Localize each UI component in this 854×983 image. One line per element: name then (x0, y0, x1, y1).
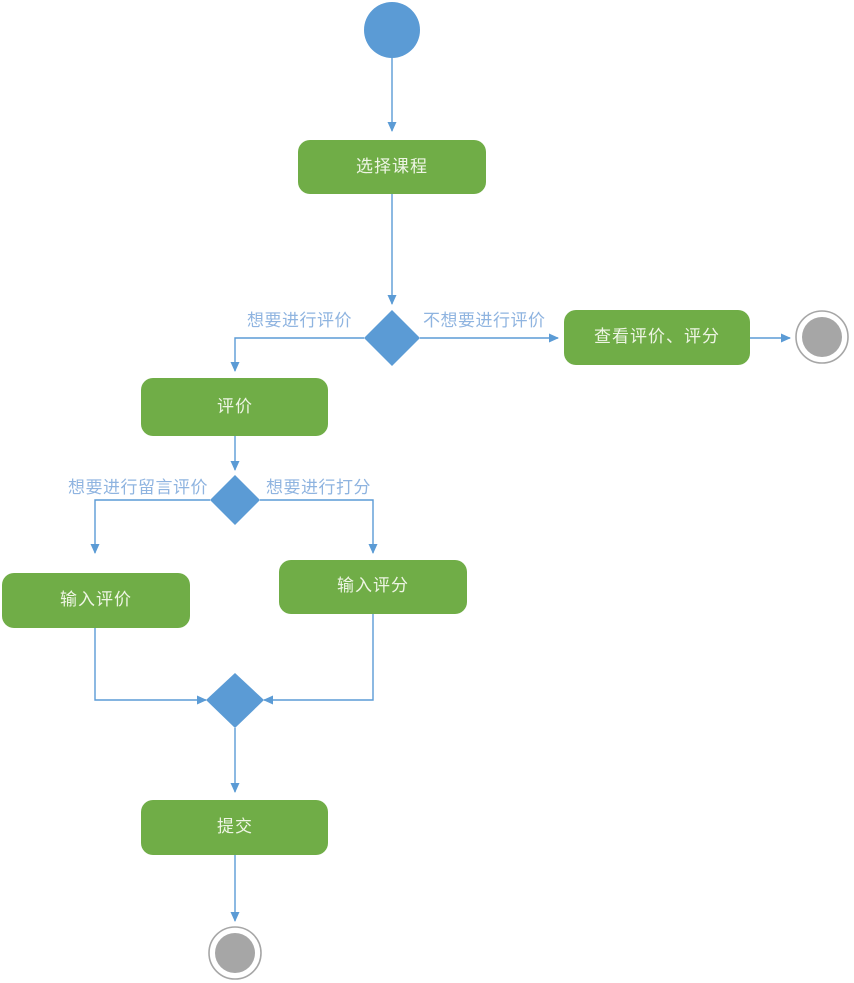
view-reviews-box[interactable] (564, 310, 750, 365)
end-node-bottom-core (215, 933, 255, 973)
select-course-box[interactable] (298, 140, 486, 194)
node-evaluate[interactable]: 评价 (141, 378, 328, 436)
evaluate-box[interactable] (141, 378, 328, 436)
end-node-right-core (802, 317, 842, 357)
edge-label-want-comment: 想要进行留言评价 (68, 478, 208, 497)
node-view-reviews[interactable]: 查看评价、评分 (564, 310, 750, 365)
node-select-course[interactable]: 选择课程 (298, 140, 486, 194)
edge-input-comment-to-merge (94, 628, 207, 705)
merge-node[interactable] (206, 673, 264, 728)
edge-label-want-score: 想要进行打分 (266, 478, 371, 497)
decision-evaluate-node[interactable] (364, 310, 420, 366)
end-node-bottom[interactable] (208, 926, 262, 980)
submit-box[interactable] (141, 800, 328, 855)
start-node[interactable] (364, 2, 420, 58)
view-reviews-label: 查看评价、评分 (594, 327, 720, 346)
edge-input-score-to-merge (263, 614, 374, 705)
edge-decision-type-to-input-score (260, 499, 378, 554)
node-submit[interactable]: 提交 (141, 800, 328, 855)
input-score-box[interactable] (279, 560, 467, 614)
input-comment-box[interactable] (2, 573, 190, 628)
decision-type-node[interactable] (210, 475, 260, 525)
input-comment-label: 输入评价 (60, 590, 132, 609)
end-node-right[interactable] (795, 310, 849, 364)
node-input-comment[interactable]: 输入评价 (2, 573, 190, 628)
select-course-label: 选择课程 (356, 157, 428, 176)
edge-label-not-want-evaluate: 不想要进行评价 (423, 311, 546, 330)
node-input-score[interactable]: 输入评分 (279, 560, 467, 614)
edges-layer (90, 56, 791, 922)
input-score-label: 输入评分 (337, 576, 409, 595)
submit-label: 提交 (217, 817, 253, 836)
edge-decision-to-evaluate (230, 337, 364, 372)
evaluate-label: 评价 (217, 397, 253, 416)
edge-label-want-evaluate: 想要进行评价 (247, 311, 352, 330)
edge-decision-type-to-input-comment (90, 499, 210, 554)
